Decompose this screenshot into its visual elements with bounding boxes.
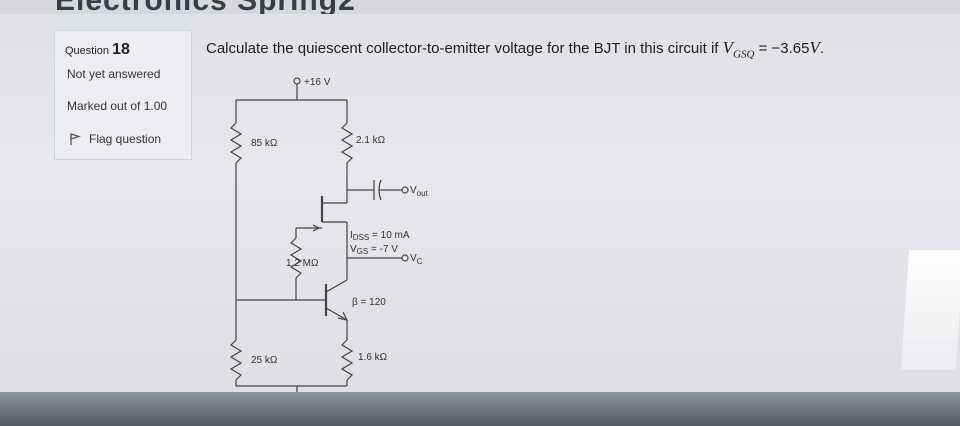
r2-label: 25 kΩ (251, 355, 278, 366)
question-info-panel: Question 18 Not yet answered Marked out … (54, 30, 192, 160)
resistor-1k6 (340, 339, 354, 381)
resistor-85k (229, 122, 243, 164)
resistor-2k1 (340, 122, 354, 164)
jfet-gate-arrow (312, 224, 321, 232)
vc-terminal (401, 254, 409, 262)
vgsq-value: = −3.65 (754, 40, 810, 57)
supply-label: +16 V (304, 77, 331, 88)
vgs-label: VGS = -7 V (350, 244, 398, 256)
question-word: Question (65, 45, 110, 57)
vgsq-symbol: VGSQ (722, 38, 755, 61)
resistor-25k (229, 339, 243, 381)
course-title: Electronics Spring2 (55, 0, 356, 14)
flag-question-link[interactable]: Flag question (69, 132, 161, 146)
flag-icon (70, 133, 81, 145)
question-number: 18 (112, 41, 130, 58)
r1-label: 85 kΩ (251, 138, 278, 149)
rd-label: 2.1 kΩ (356, 135, 386, 146)
rg-label: 1.2 MΩ (286, 258, 319, 269)
supply-terminal (293, 77, 301, 85)
question-label: Question 18 (65, 41, 130, 59)
vc-label: VC (410, 253, 423, 266)
flag-question-label: Flag question (89, 132, 162, 146)
top-strip: Electronics Spring2 (0, 0, 960, 14)
question-content: Calculate the quiescent collector-to-emi… (196, 28, 926, 395)
marks-info: Marked out of 1.00 (67, 99, 168, 113)
question-period: . (819, 40, 825, 57)
beta-label: β = 120 (352, 297, 386, 308)
vgsq-unit: V (809, 38, 820, 57)
resistor-1m2 (289, 237, 303, 279)
vout-terminal (401, 186, 409, 194)
idss-label: IDSS = 10 mA (350, 230, 410, 242)
re-label: 1.6 kΩ (358, 352, 388, 363)
question-text: Calculate the quiescent collector-to-emi… (206, 38, 824, 60)
screen-glare (900, 250, 960, 370)
answer-status: Not yet answered (67, 67, 161, 81)
monitor-bezel (0, 392, 960, 426)
circuit-diagram: +16 V 85 kΩ 2.1 kΩ Vout IDSS = 10 mA VGS… (229, 77, 429, 395)
question-prefix: Calculate the quiescent collector-to-emi… (206, 40, 719, 57)
vout-label: Vout (410, 185, 429, 198)
